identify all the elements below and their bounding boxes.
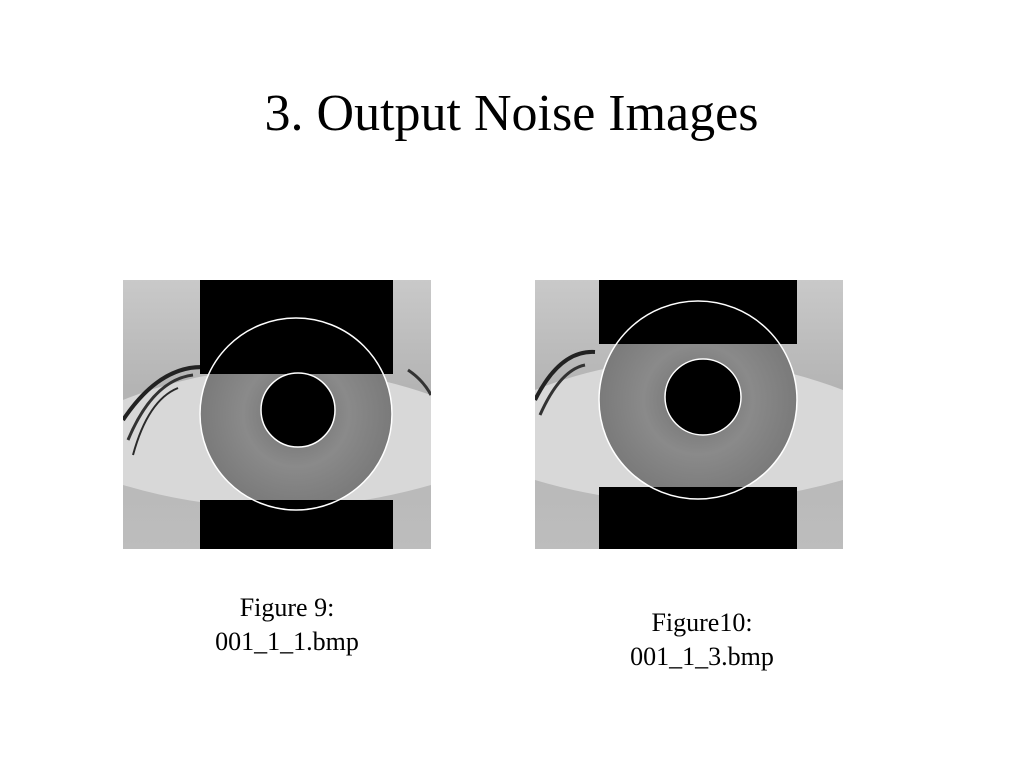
upper-noise-mask [200,280,393,374]
pupil-boundary [260,372,336,448]
figure-9-image [123,280,431,549]
lower-noise-mask [599,487,797,549]
figure-10-image [535,280,843,549]
figure-9-caption: Figure 9: 001_1_1.bmp [157,591,417,659]
pupil [261,373,335,447]
iris-boundary [598,300,798,500]
lower-noise-mask [200,500,393,549]
iris-boundary [199,317,393,511]
eyelash-left-2 [538,363,586,416]
eyelash-left-2 [126,373,194,441]
pupil [665,359,741,435]
eyelash-left-3 [132,387,179,456]
slide-title: 3. Output Noise Images [264,85,759,142]
figure-10-caption-filename: 001_1_3.bmp [630,642,774,671]
upper-noise-mask [599,280,797,344]
figure-10-caption-label: Figure10: [651,608,753,637]
eyelash-left [535,349,596,401]
eyelash-right [407,368,431,396]
figure-9-caption-label: Figure 9: [239,593,335,622]
figure-9-caption-filename: 001_1_1.bmp [215,627,359,656]
pupil-boundary [664,358,742,436]
figure-10-caption: Figure10: 001_1_3.bmp [572,606,832,674]
